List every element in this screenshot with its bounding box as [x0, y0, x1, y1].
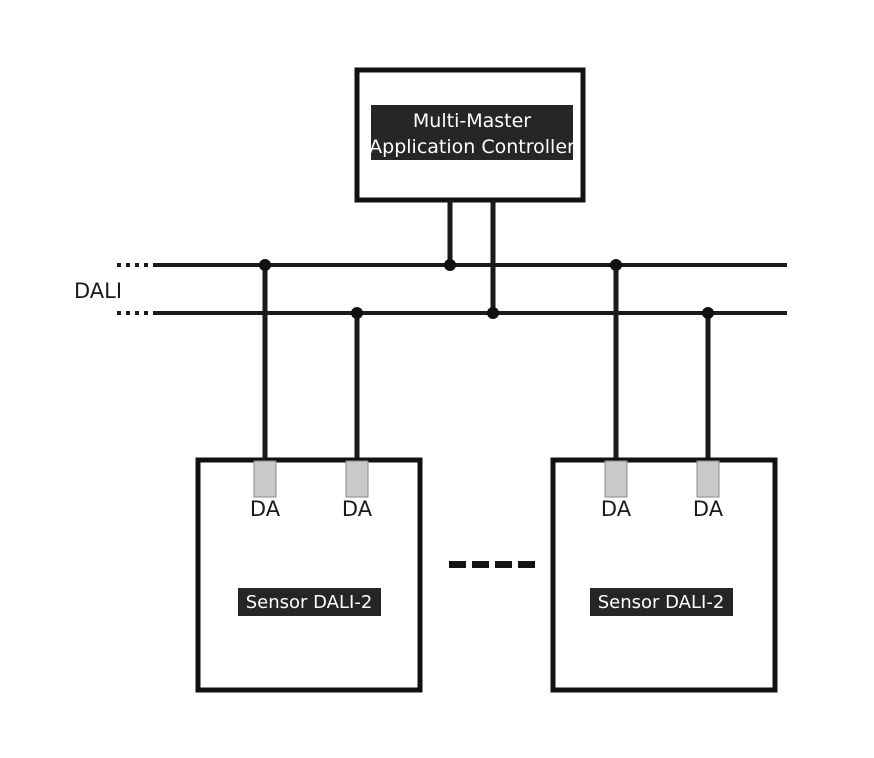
- junction-dots-group: [259, 259, 714, 319]
- controller-group: Multi-Master Application Controller: [354, 67, 586, 313]
- continuation-dash-2: [472, 561, 489, 568]
- continuation-dash-1: [449, 561, 466, 568]
- sensor-right-wires: [613, 265, 711, 462]
- continuation-dashes: [449, 561, 535, 568]
- sensor-right-label: Sensor DALI-2: [598, 592, 725, 613]
- sensor-left-group: DA DA Sensor DALI-2: [195, 457, 423, 693]
- junction-dot-controller-line1: [444, 259, 456, 271]
- controller-label-line-1: Multi-Master: [413, 110, 531, 132]
- sensor-left-label: Sensor DALI-2: [246, 592, 373, 613]
- sensor-right-box: [550, 457, 778, 693]
- junction-dot-sensor-right-line1: [610, 259, 622, 271]
- sensor-left-box: [195, 457, 423, 693]
- sensor-right-label-background: [590, 588, 733, 616]
- continuation-dash-3: [495, 561, 512, 568]
- sensor-left-terminal-pad-1: [253, 460, 277, 498]
- sensor-left-wires: [262, 265, 360, 462]
- sensor-right-terminal-label-1: DA: [601, 497, 632, 521]
- controller-label-line-2: Application Controller: [369, 136, 575, 158]
- dali-bus-label: DALI: [74, 279, 122, 303]
- junction-dot-sensor-left-line1: [259, 259, 271, 271]
- continuation-dash-4: [518, 561, 535, 568]
- junction-dot-sensor-left-line2: [351, 307, 363, 319]
- sensor-left-label-background: [238, 588, 381, 616]
- sensor-left-terminal-label-1: DA: [250, 497, 281, 521]
- sensor-right-group: DA DA Sensor DALI-2: [550, 457, 778, 693]
- sensor-right-terminal-label-2: DA: [693, 497, 724, 521]
- sensor-right-terminal-pad-2: [696, 460, 720, 498]
- sensor-left-terminal-label-2: DA: [342, 497, 373, 521]
- sensor-right-terminal-pad-1: [604, 460, 628, 498]
- junction-dot-sensor-right-line2: [702, 307, 714, 319]
- controller-label-background: [371, 105, 573, 160]
- dali-bus-group: [117, 263, 787, 315]
- junction-dot-controller-line2: [487, 307, 499, 319]
- sensor-left-terminal-pad-2: [345, 460, 369, 498]
